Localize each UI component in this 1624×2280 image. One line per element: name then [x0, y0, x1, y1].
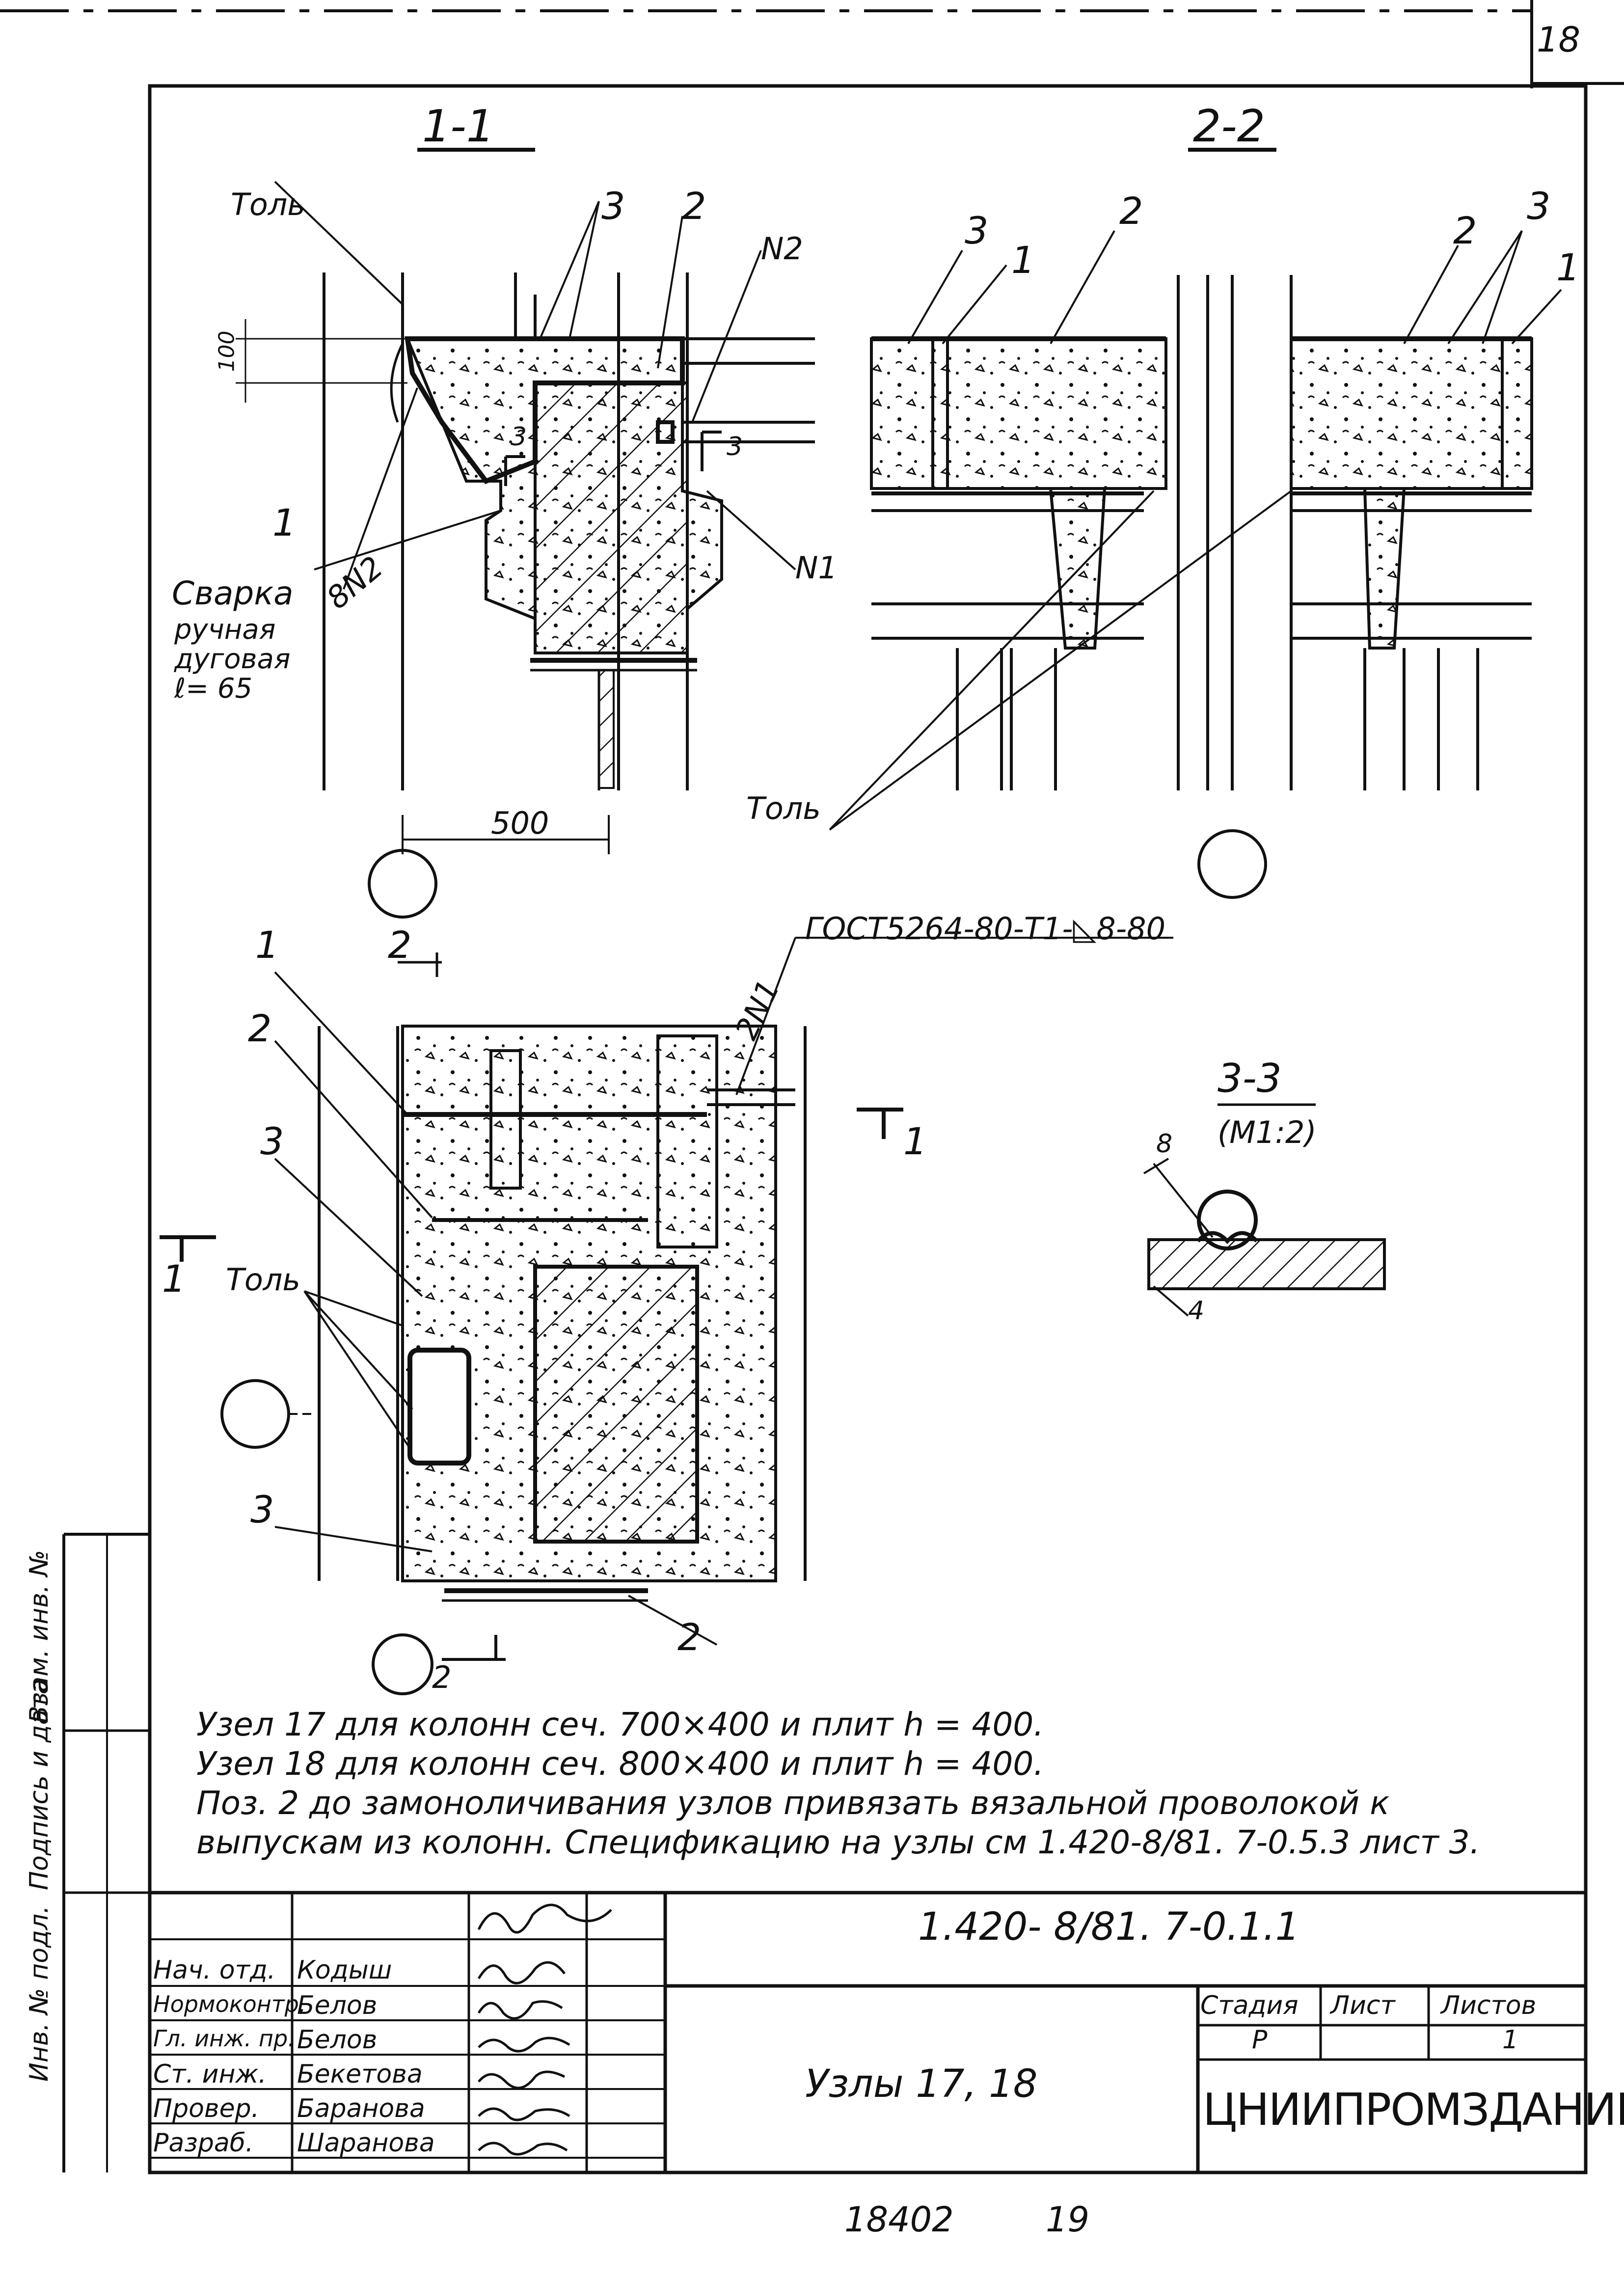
label-n2: N2 [761, 231, 803, 267]
weld-note-line4: ℓ= 65 [174, 673, 253, 705]
role-senior-engineer: Ст. инж. [153, 2060, 267, 2089]
name-checked: Баранова [297, 2094, 425, 2123]
section-title-1-1: 1-1 [422, 101, 494, 152]
label-pos1-2-2-left: 1 [1011, 238, 1035, 282]
label-pos2-2-2-left: 2 [1119, 189, 1143, 233]
section-scale-3-3: (М1:2) [1218, 1114, 1317, 1150]
cut-mark-3-right: 3 [727, 432, 743, 461]
plan-view-drawing [160, 937, 1173, 1695]
name-chief-engineer: Белов [297, 2025, 378, 2055]
label-pos1-1-1: 1 [272, 501, 297, 544]
cut-mark-3-left: 3 [511, 422, 527, 452]
sheet-corner-number: 18 [1537, 20, 1581, 60]
name-developed: Шаранова [297, 2128, 435, 2158]
label-pos3-plan-top: 3 [260, 1119, 284, 1163]
footer-inventory-number: 18402 [844, 2199, 954, 2240]
signatures [477, 1903, 612, 2156]
dim-500: 500 [491, 805, 549, 841]
weld-note-line3: дуговая [174, 643, 291, 675]
title-block-grid [150, 1891, 1586, 2172]
drawing-name: Узлы 17, 18 [805, 2062, 1038, 2106]
side-stamp-inv-orig: Инв. № подл. [25, 1905, 54, 2082]
note-line-3: Поз. 2 до замоноличивания узлов привязат… [196, 1784, 1390, 1822]
cut-mark-1-right: 1 [903, 1119, 927, 1163]
sheet-frame [0, 0, 1624, 2174]
label-pos2-2-2-right: 2 [1453, 209, 1477, 252]
dim-8: 8 [1156, 1129, 1173, 1159]
label-pos2-plan: 2 [248, 1006, 272, 1050]
label-tol-plan: Толь [226, 1262, 300, 1298]
label-pos2-1-1: 2 [682, 184, 706, 228]
sheets-value: 1 [1502, 2025, 1519, 2055]
sheets-header: Листов [1441, 1991, 1537, 2020]
name-norm-control: Белов [297, 1991, 378, 2020]
weld-gost-label: ГОСТ5264-80-Т1-◺8-80 [805, 911, 1166, 947]
section-title-2-2: 2-2 [1193, 101, 1265, 152]
label-n1: N1 [795, 550, 838, 586]
note-line-4: выпускам из колонн. Спецификацию на узлы… [196, 1823, 1480, 1861]
sheet-header: Лист [1330, 1991, 1395, 2020]
note-line-2: Узел 18 для колонн сеч. 800×400 и плит h… [196, 1745, 1044, 1783]
label-pos3-plan-bottom: 3 [250, 1488, 274, 1531]
role-norm-control: Нормоконтр. [153, 1991, 306, 2017]
name-head-of-dept: Кодыш [297, 1955, 392, 1985]
label-tol-2-2: Толь [746, 790, 821, 826]
label-pos3-2-2-right: 3 [1527, 184, 1551, 228]
dim-4: 4 [1188, 1296, 1205, 1326]
label-pos1-plan: 1 [255, 923, 279, 967]
note-line-1: Узел 17 для колонн сеч. 700×400 и плит h… [196, 1706, 1044, 1743]
cut-mark-1-left: 1 [162, 1257, 186, 1301]
cut-mark-2-top: 2 [388, 923, 412, 967]
weld-note-line2: ручная [174, 614, 276, 646]
weld-note-line1: Сварка [172, 574, 294, 612]
cut-mark-2-bottom: 2 [432, 1659, 452, 1695]
label-pos2-plan-bottom: 2 [677, 1615, 702, 1659]
name-senior-engineer: Бекетова [297, 2060, 423, 2089]
section-title-3-3: 3-3 [1218, 1056, 1282, 1101]
section-1-1-drawing [236, 148, 815, 919]
section-2-2-drawing [829, 148, 1562, 899]
detail-3-3-drawing [1143, 1103, 1386, 1317]
document-code: 1.420- 8/81. 7-0.1.1 [918, 1905, 1300, 1949]
side-stamp-replace-inv: Взам. инв. № [25, 1549, 54, 1723]
dim-100: 100 [214, 330, 240, 372]
role-head-of-dept: Нач. отд. [153, 1955, 276, 1985]
organization-name: ЦНИИПРОМЗДАНИЙ [1203, 2084, 1624, 2136]
stage-header: Стадия [1200, 1991, 1299, 2020]
role-chief-engineer: Гл. инж. пр. [153, 2025, 295, 2052]
role-checked: Провер. [153, 2094, 260, 2123]
footer-page-number: 19 [1046, 2199, 1090, 2240]
role-developed: Разраб. [153, 2128, 254, 2158]
label-pos3-1-1: 3 [601, 184, 625, 228]
label-pos3-2-2-left: 3 [965, 209, 989, 252]
stage-value: Р [1252, 2025, 1268, 2055]
label-tol-1-1: Толь [231, 187, 305, 222]
label-pos1-2-2-right: 1 [1556, 245, 1580, 289]
